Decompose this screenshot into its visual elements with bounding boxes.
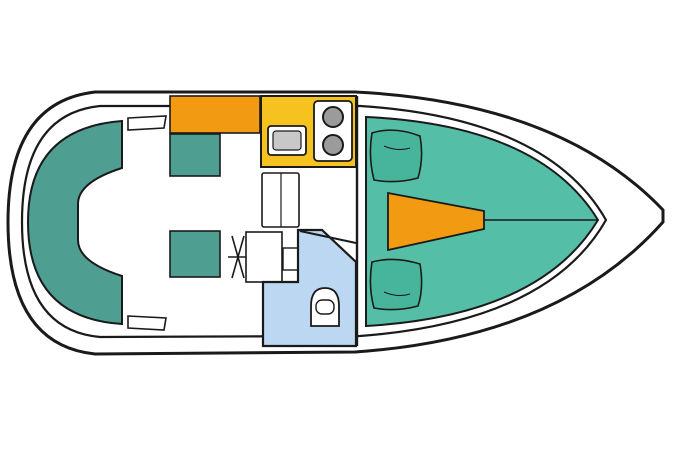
dinette-seat-upper — [169, 133, 221, 177]
cockpit-hatch-top — [127, 115, 167, 131]
chart-counter — [169, 95, 261, 134]
head-door — [299, 230, 357, 244]
cockpit-hatch-bottom — [127, 315, 167, 331]
galley-sink-basin — [272, 130, 302, 151]
toilet-seat — [315, 299, 335, 315]
cockpit-bench — [26, 119, 123, 326]
stove-burner-lower — [322, 134, 344, 156]
pillow-upper — [369, 129, 423, 183]
helm-console — [245, 231, 283, 283]
pillow-lower — [369, 258, 423, 311]
stove-burner-upper — [322, 106, 344, 128]
v-berth-filler — [387, 191, 485, 252]
pillow-upper-crease — [383, 145, 411, 151]
dinette-seat-lower — [169, 230, 221, 278]
pillow-lower-crease — [383, 291, 411, 297]
helm-throttle — [282, 247, 299, 271]
